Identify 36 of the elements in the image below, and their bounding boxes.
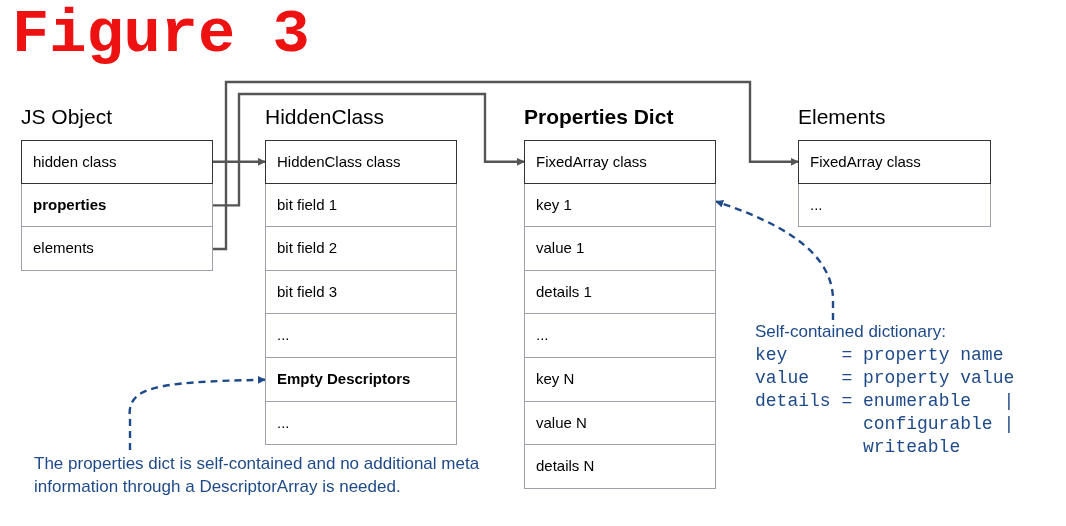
- field-cell: HiddenClass class: [265, 140, 457, 184]
- column-heading: Properties Dict: [524, 104, 674, 130]
- field-cell: bit field 3: [265, 270, 457, 315]
- field-cell: hidden class: [21, 140, 213, 184]
- pointer-arrow: [213, 80, 799, 251]
- pointer-arrow: [213, 92, 525, 207]
- field-cell: FixedArray class: [798, 140, 991, 184]
- code-line: writeable: [863, 436, 961, 459]
- field-cell: ...: [265, 401, 457, 446]
- field-cell: elements: [21, 227, 213, 271]
- callout-arrow: [128, 375, 266, 450]
- field-cell: Empty Descriptors: [265, 358, 457, 402]
- field-cell: bit field 2: [265, 227, 457, 271]
- field-cell: value N: [524, 401, 716, 446]
- field-cell: ...: [798, 183, 991, 228]
- field-cell: FixedArray class: [524, 140, 716, 184]
- code-line: key = property name: [755, 344, 1004, 367]
- column-heading: Elements: [798, 104, 886, 130]
- callout-arrow: [715, 200, 835, 320]
- figure-title: Figure 3: [12, 4, 310, 66]
- field-cell: ...: [265, 314, 457, 358]
- field-cell: bit field 1: [265, 183, 457, 228]
- column-heading: JS Object: [21, 104, 113, 130]
- field-cell: properties: [21, 183, 213, 228]
- field-cell: details 1: [524, 270, 716, 315]
- field-cell: key 1: [524, 183, 716, 228]
- column-heading: HiddenClass: [265, 104, 385, 130]
- field-cell: ...: [524, 314, 716, 358]
- field-cell: value 1: [524, 227, 716, 271]
- code-line: details = enumerable |: [755, 390, 1015, 413]
- code-line: value = property value: [755, 367, 1015, 390]
- note-heading: Self-contained dictionary:: [755, 321, 946, 343]
- pointer-arrow: [213, 157, 266, 166]
- field-cell: details N: [524, 445, 716, 489]
- field-cell: key N: [524, 358, 716, 402]
- code-line: configurable |: [863, 413, 1015, 436]
